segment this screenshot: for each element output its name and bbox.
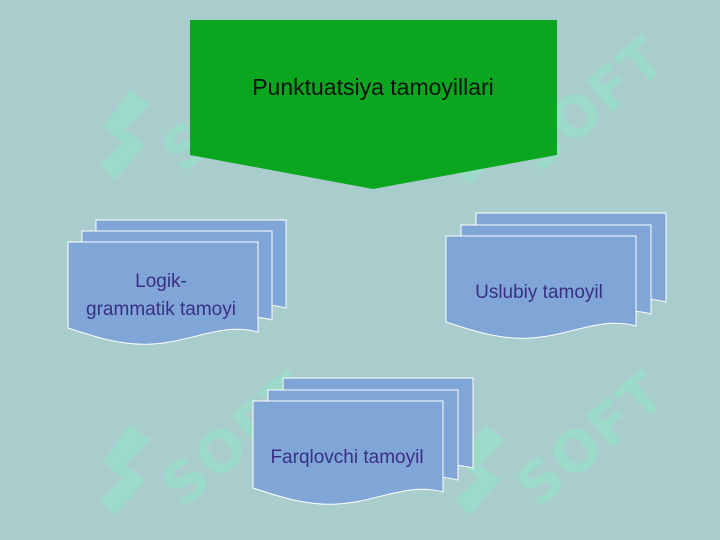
card-layer	[252, 400, 444, 505]
node-uslubiy-label: Uslubiy tamoyil	[475, 282, 603, 303]
logik-card-stack	[67, 219, 287, 345]
node-logik-line2: grammatik tamoyi	[86, 299, 236, 320]
node-farq-label: Farqlovchi tamoyil	[270, 447, 424, 468]
uslubiy-card-stack	[445, 212, 667, 339]
node-logik-line1: Logik-	[135, 271, 187, 292]
node-logik-label: Logik- grammatik tamoyi	[58, 268, 264, 324]
farq-card-stack	[252, 377, 474, 505]
diagram-title: Punktuatsiya tamoyillari	[252, 74, 494, 100]
card-layer	[67, 241, 259, 345]
title-arrow-shape	[190, 20, 557, 189]
card-layer	[445, 235, 637, 339]
